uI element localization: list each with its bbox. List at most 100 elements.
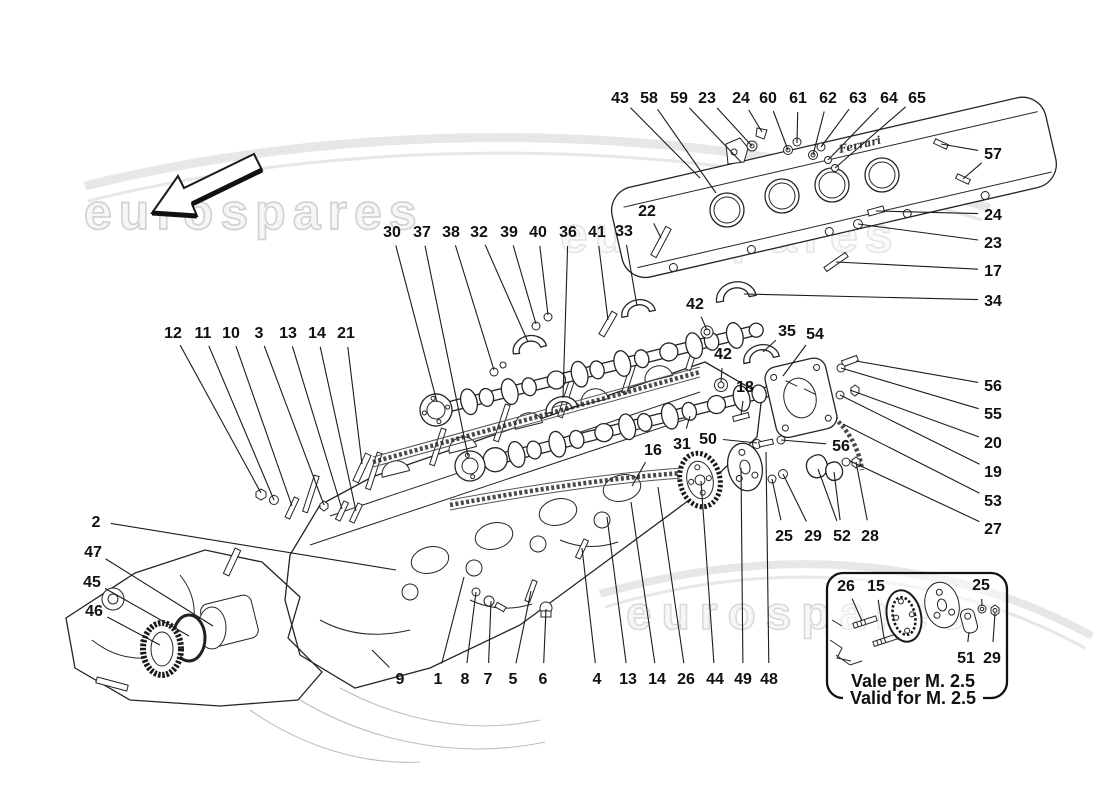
callout-leader-24 xyxy=(748,109,763,133)
callout-leader-16 xyxy=(631,461,647,487)
callout-number-48-64: 48 xyxy=(760,671,778,688)
watermark-text-left: eurospares xyxy=(84,184,424,240)
callout-leader-60 xyxy=(772,110,789,151)
callout-number-42-33: 42 xyxy=(714,346,732,363)
callout-leader-33 xyxy=(625,244,638,307)
callout-leader-14 xyxy=(630,501,656,664)
callout-leader-26 xyxy=(657,486,685,664)
callout-number-5-56: 5 xyxy=(509,671,518,688)
callout-number-4-58: 4 xyxy=(593,671,602,688)
callout-leader-42 xyxy=(720,367,723,383)
direction-arrow xyxy=(150,152,264,219)
callout-leader-52 xyxy=(817,468,838,522)
engine-block-corner xyxy=(65,547,546,763)
callout-leader-37 xyxy=(424,245,469,457)
callout-leader-35 xyxy=(762,339,777,353)
callout-leader-34 xyxy=(743,293,979,301)
callout-number-56-40: 56 xyxy=(832,438,850,455)
callout-leader-5 xyxy=(515,590,532,664)
callout-leader-14 xyxy=(319,346,357,512)
callout-leader-36 xyxy=(562,245,569,399)
camshaft-upper xyxy=(419,322,764,427)
callout-leader-20 xyxy=(849,389,980,438)
callout-leader-2 xyxy=(110,522,397,571)
callout-leader-64 xyxy=(827,107,879,161)
callout-leader-30 xyxy=(395,245,438,403)
callout-number-44-62: 44 xyxy=(706,671,724,688)
callout-leader-15 xyxy=(877,599,885,639)
callout-leader-43 xyxy=(630,107,701,179)
callout-number-14-60: 14 xyxy=(648,671,666,688)
callout-number-10-43: 10 xyxy=(222,325,240,342)
callout-leader-57 xyxy=(940,143,979,151)
callout-number-43-0: 43 xyxy=(611,90,629,107)
callout-leader-41 xyxy=(598,245,609,321)
callout-number-56-16: 56 xyxy=(984,378,1002,395)
callout-number-23-13: 23 xyxy=(984,235,1002,252)
inset-box: Vale per M. 2.5 Valid for M. 2.5 xyxy=(825,571,1009,708)
callout-number-53-20: 53 xyxy=(984,493,1002,510)
callout-leader-32 xyxy=(484,244,529,343)
callout-number-3-44: 3 xyxy=(255,325,264,342)
callout-number-1-53: 1 xyxy=(434,671,443,688)
callout-leader-7 xyxy=(488,600,492,664)
callout-number-22-22: 22 xyxy=(638,203,656,220)
callout-number-6-57: 6 xyxy=(539,671,548,688)
callout-number-20-18: 20 xyxy=(984,435,1002,452)
callout-leader-65 xyxy=(834,106,907,169)
callout-leader-1 xyxy=(441,576,465,664)
callout-number-63-8: 63 xyxy=(849,90,867,107)
callout-leader-17 xyxy=(835,261,979,270)
callout-leader-38 xyxy=(454,245,495,371)
callout-leader-47 xyxy=(105,558,214,627)
callout-number-7-55: 7 xyxy=(484,671,493,688)
callout-number-18-36: 18 xyxy=(736,379,754,396)
callout-leader-21 xyxy=(347,346,363,465)
callout-number-49-63: 49 xyxy=(734,671,752,688)
callout-number-21-47: 21 xyxy=(337,325,355,342)
callout-number-37-25: 37 xyxy=(413,224,431,241)
callout-number-17-14: 17 xyxy=(984,263,1002,280)
callout-number-57-11: 57 xyxy=(984,146,1002,163)
caption-underlay xyxy=(843,691,983,707)
callout-number-25-71: 25 xyxy=(972,577,990,594)
callout-number-27-21: 27 xyxy=(984,521,1002,538)
callout-number-55-17: 55 xyxy=(984,406,1002,423)
callout-leader-23 xyxy=(716,107,753,147)
callout-leader-28 xyxy=(855,461,868,521)
callout-number-33-23: 33 xyxy=(615,223,633,240)
callout-leader-13 xyxy=(606,516,627,664)
callout-leader-61 xyxy=(796,111,799,144)
callout-leader-25 xyxy=(771,478,782,521)
callout-number-32-27: 32 xyxy=(470,224,488,241)
front-cover-plate xyxy=(764,357,838,439)
callout-leader-8 xyxy=(466,591,477,664)
callout-leader-40 xyxy=(539,245,549,316)
callout-number-8-54: 8 xyxy=(461,671,470,688)
callout-leader-51 xyxy=(967,631,970,643)
callout-leader-23 xyxy=(857,223,979,241)
callout-number-9-52: 9 xyxy=(396,671,405,688)
callout-number-51-72: 51 xyxy=(957,650,975,667)
callout-leader-6 xyxy=(543,608,547,664)
callout-number-47-49: 47 xyxy=(84,544,102,561)
inset-caption-italian: Vale per M. 2.5 xyxy=(851,671,975,691)
callout-number-35-34: 35 xyxy=(778,323,796,340)
callout-number-29-66: 29 xyxy=(804,528,822,545)
callout-leader-62 xyxy=(812,111,825,156)
callout-number-25-65: 25 xyxy=(775,528,793,545)
callout-leader-52 xyxy=(833,471,841,521)
callout-number-29-73: 29 xyxy=(983,650,1001,667)
callout-number-26-69: 26 xyxy=(837,578,855,595)
cam-drive-sprocket xyxy=(677,450,723,510)
cam-seal-assembly xyxy=(140,594,259,678)
callout-leader-27 xyxy=(849,460,980,523)
callout-leader-19 xyxy=(839,394,980,465)
callout-number-58-1: 58 xyxy=(640,90,658,107)
callout-number-23-3: 23 xyxy=(698,90,716,107)
callout-leader-58 xyxy=(657,108,717,194)
callout-number-61-6: 61 xyxy=(789,90,807,107)
